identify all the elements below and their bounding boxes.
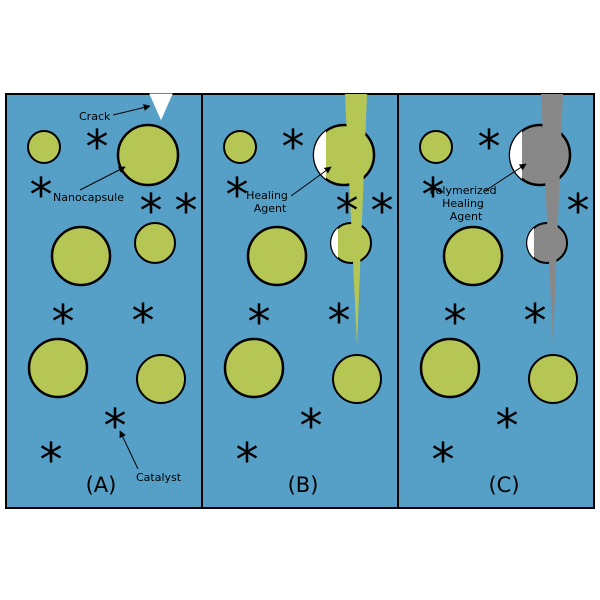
catalyst-particle: * <box>40 433 63 487</box>
nanocapsule <box>223 337 285 399</box>
nanocapsule <box>134 222 176 264</box>
crack-label: Crack <box>79 110 111 123</box>
catalyst-particle: * <box>226 168 249 222</box>
nanocapsule-label: Nanocapsule <box>53 191 124 204</box>
catalyst-particle: * <box>86 120 109 174</box>
emptied-capsule-region <box>313 131 326 179</box>
catalyst-particle: * <box>140 184 163 238</box>
catalyst-particle: * <box>336 184 359 238</box>
polymerized-label-line3: Agent <box>450 210 483 223</box>
nanocapsule-arrow <box>79 166 126 191</box>
panel-label-c: (C) <box>488 473 519 497</box>
nanocapsule <box>419 337 481 399</box>
nanocapsule <box>136 354 186 404</box>
nanocapsule <box>246 225 308 287</box>
catalyst-particle: * <box>444 295 467 349</box>
healing-agent-label-line2: Agent <box>254 202 287 215</box>
nanocapsule <box>223 130 257 164</box>
catalyst-particle: * <box>300 399 323 453</box>
nanocapsule <box>332 354 382 404</box>
catalyst-particle: * <box>371 184 394 238</box>
catalyst-particle: * <box>282 120 305 174</box>
catalyst-particle: * <box>248 295 271 349</box>
nanocapsule <box>27 130 61 164</box>
catalyst-particle: * <box>236 433 259 487</box>
healing-agent-arrow <box>290 166 332 197</box>
healing-agent-crack <box>345 94 367 345</box>
panel-label-b: (B) <box>288 473 319 497</box>
panel-b: * * * * * * * * Healing Agent (B) <box>201 93 399 509</box>
polymerized-arrow <box>484 163 527 192</box>
crack-notch <box>149 93 173 121</box>
catalyst-particle: * <box>52 295 75 349</box>
catalyst-particle: * <box>104 399 127 453</box>
nanocapsule <box>419 130 453 164</box>
panel-c: * * * * * * * Polymerized Healing Agent … <box>397 93 595 509</box>
crack-arrow <box>112 104 151 116</box>
catalyst-particle: * <box>328 294 351 348</box>
catalyst-particle: * <box>432 433 455 487</box>
healing-agent-label-line1: Healing <box>246 189 288 202</box>
catalyst-particle: * <box>496 399 519 453</box>
nanocapsule <box>116 123 180 187</box>
nanocapsule <box>27 337 89 399</box>
emptied-capsule-region <box>527 228 534 258</box>
nanocapsule <box>442 225 504 287</box>
catalyst-particle: * <box>422 168 445 222</box>
catalyst-particle: * <box>524 294 547 348</box>
catalyst-particle: * <box>478 120 501 174</box>
polymerized-label-line1: Polymerized <box>429 184 496 197</box>
catalyst-particle: * <box>175 184 198 238</box>
catalyst-particle: * <box>132 294 155 348</box>
nanocapsule <box>528 354 578 404</box>
polymerized-label-line2: Healing <box>442 197 484 210</box>
panel-a: * * * * * * * * Crack Nanocapsule Cataly… <box>5 93 203 509</box>
catalyst-arrow <box>119 430 139 470</box>
polymerized-crack <box>541 94 563 345</box>
emptied-capsule-region <box>331 228 338 258</box>
catalyst-particle: * <box>567 184 590 238</box>
panel-label-a: (A) <box>86 473 117 497</box>
nanocapsule <box>50 225 112 287</box>
catalyst-label: Catalyst <box>136 471 182 484</box>
catalyst-particle: * <box>30 168 53 222</box>
